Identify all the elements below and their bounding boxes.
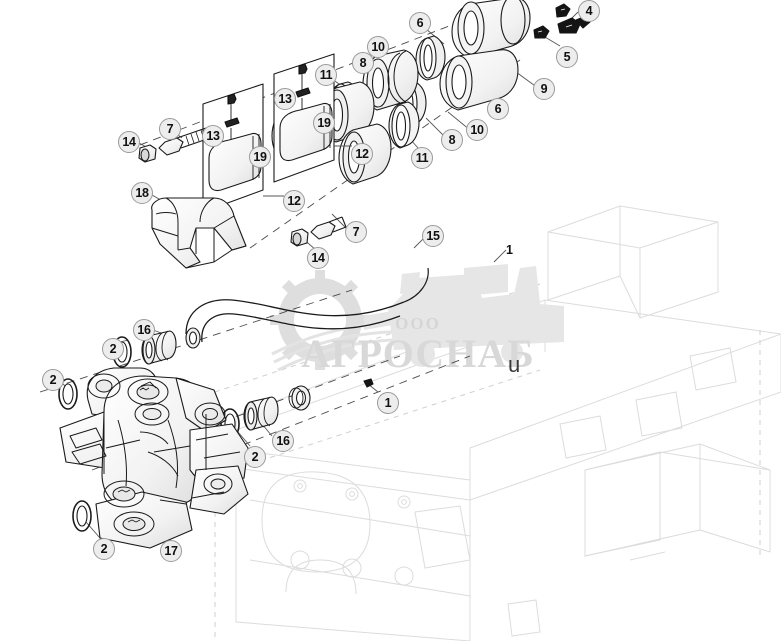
- callout-19[interactable]: 19: [313, 112, 335, 134]
- callout-13[interactable]: 13: [202, 125, 224, 147]
- callout-15[interactable]: 15: [422, 225, 444, 247]
- callout-10[interactable]: 10: [466, 119, 488, 141]
- callout-11[interactable]: 11: [411, 147, 433, 169]
- callout-6[interactable]: 6: [409, 12, 431, 34]
- callout-5[interactable]: 5: [556, 46, 578, 68]
- callout-1[interactable]: 1: [506, 243, 513, 257]
- callout-2[interactable]: 2: [42, 369, 64, 391]
- callout-1[interactable]: 1: [377, 392, 399, 414]
- callout-2[interactable]: 2: [93, 538, 115, 560]
- callout-2[interactable]: 2: [102, 338, 124, 360]
- callout-14[interactable]: 14: [118, 131, 140, 153]
- callout-16[interactable]: 16: [133, 319, 155, 341]
- callout-19[interactable]: 19: [249, 146, 271, 168]
- callout-12[interactable]: 12: [283, 190, 305, 212]
- callout-13[interactable]: 13: [274, 88, 296, 110]
- callout-7[interactable]: 7: [345, 221, 367, 243]
- callout-9[interactable]: 9: [533, 78, 555, 100]
- callout-12[interactable]: 12: [351, 143, 373, 165]
- callout-16[interactable]: 16: [272, 430, 294, 452]
- callout-8[interactable]: 8: [352, 52, 374, 74]
- callout-6[interactable]: 6: [487, 98, 509, 120]
- callout-18[interactable]: 18: [131, 182, 153, 204]
- callout-10[interactable]: 10: [367, 36, 389, 58]
- callout-17[interactable]: 17: [160, 540, 182, 562]
- callout-2[interactable]: 2: [244, 446, 266, 468]
- callout-7[interactable]: 7: [159, 118, 181, 140]
- callout-14[interactable]: 14: [307, 247, 329, 269]
- callout-4[interactable]: 4: [578, 0, 600, 22]
- callout-11[interactable]: 11: [315, 64, 337, 86]
- callout-8[interactable]: 8: [441, 129, 463, 151]
